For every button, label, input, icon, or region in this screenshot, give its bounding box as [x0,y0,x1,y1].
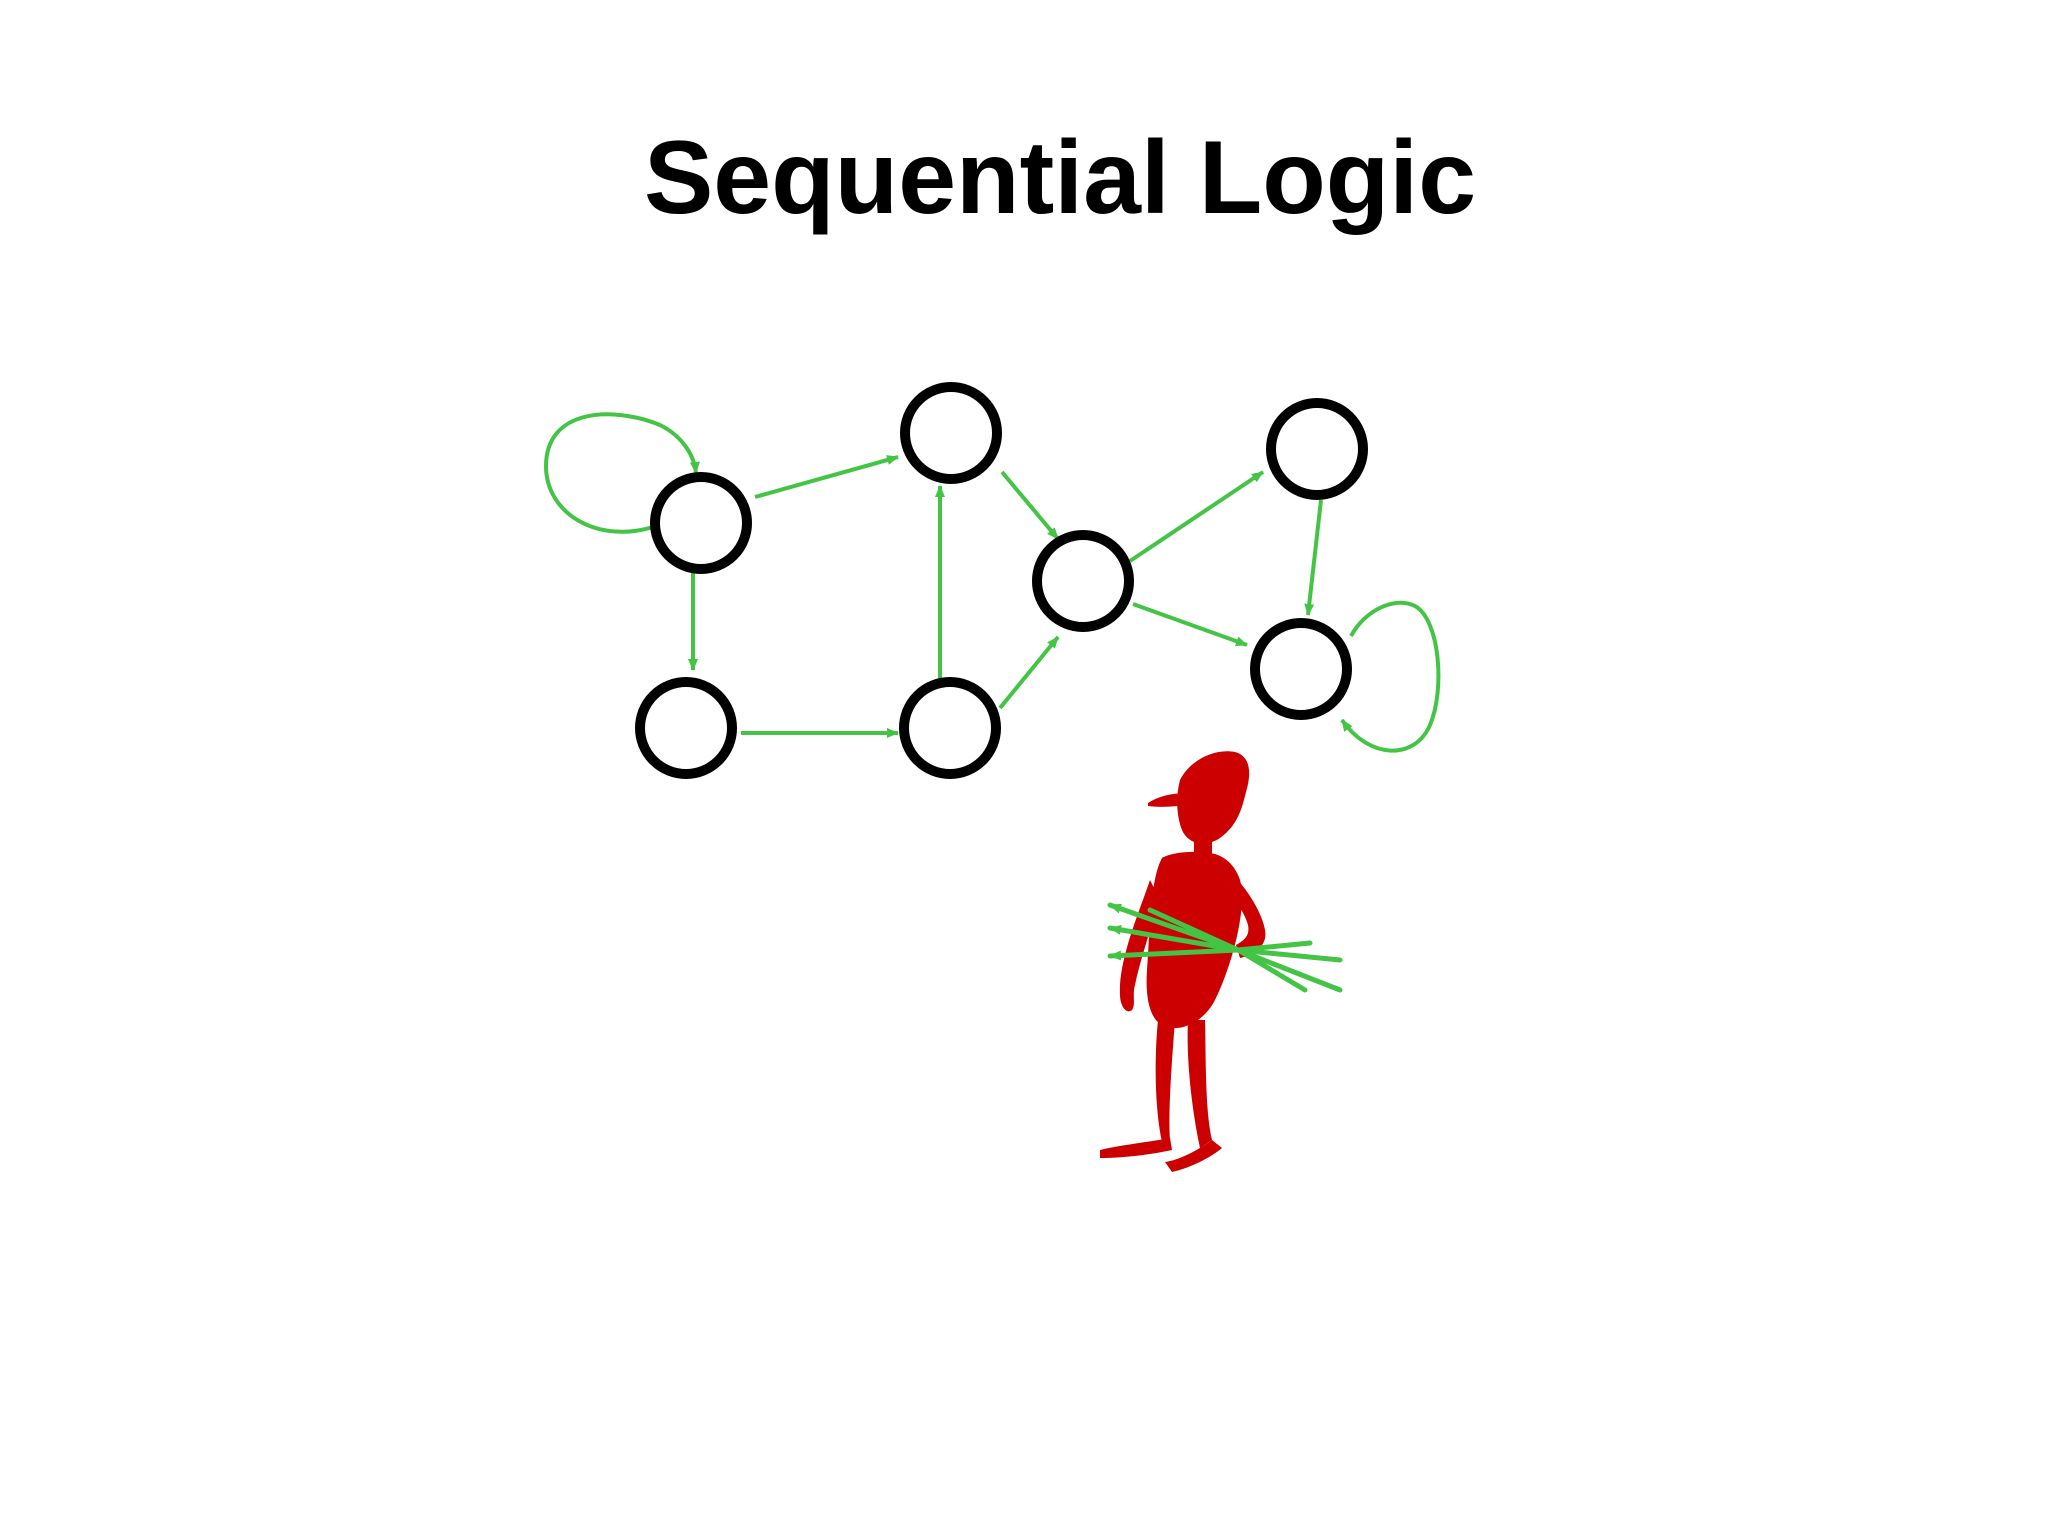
edge-self-loop-s1 [543,412,700,534]
edges [543,412,1441,753]
edge-s3-s7 [1132,602,1248,647]
state-node-6 [1266,398,1368,500]
slide-title: Sequential Logic [643,120,1477,236]
state-node-5 [899,677,1001,779]
state-node-2 [900,382,1002,484]
edge-s2-s3 [1000,470,1060,541]
state-node-4 [635,677,737,779]
state-nodes [635,382,1368,779]
state-node-3 [1032,530,1134,632]
edge-s6-s7 [1304,499,1323,616]
edge-self-loop-s7 [1340,600,1441,753]
state-node-1 [650,472,752,574]
edge-s3-s6 [1128,470,1265,563]
state-node-7 [1250,618,1352,720]
edge-s5-s3 [998,635,1060,710]
edge-s1-s2 [754,455,899,499]
red-figure-holding-arrows-icon [1100,751,1343,1172]
